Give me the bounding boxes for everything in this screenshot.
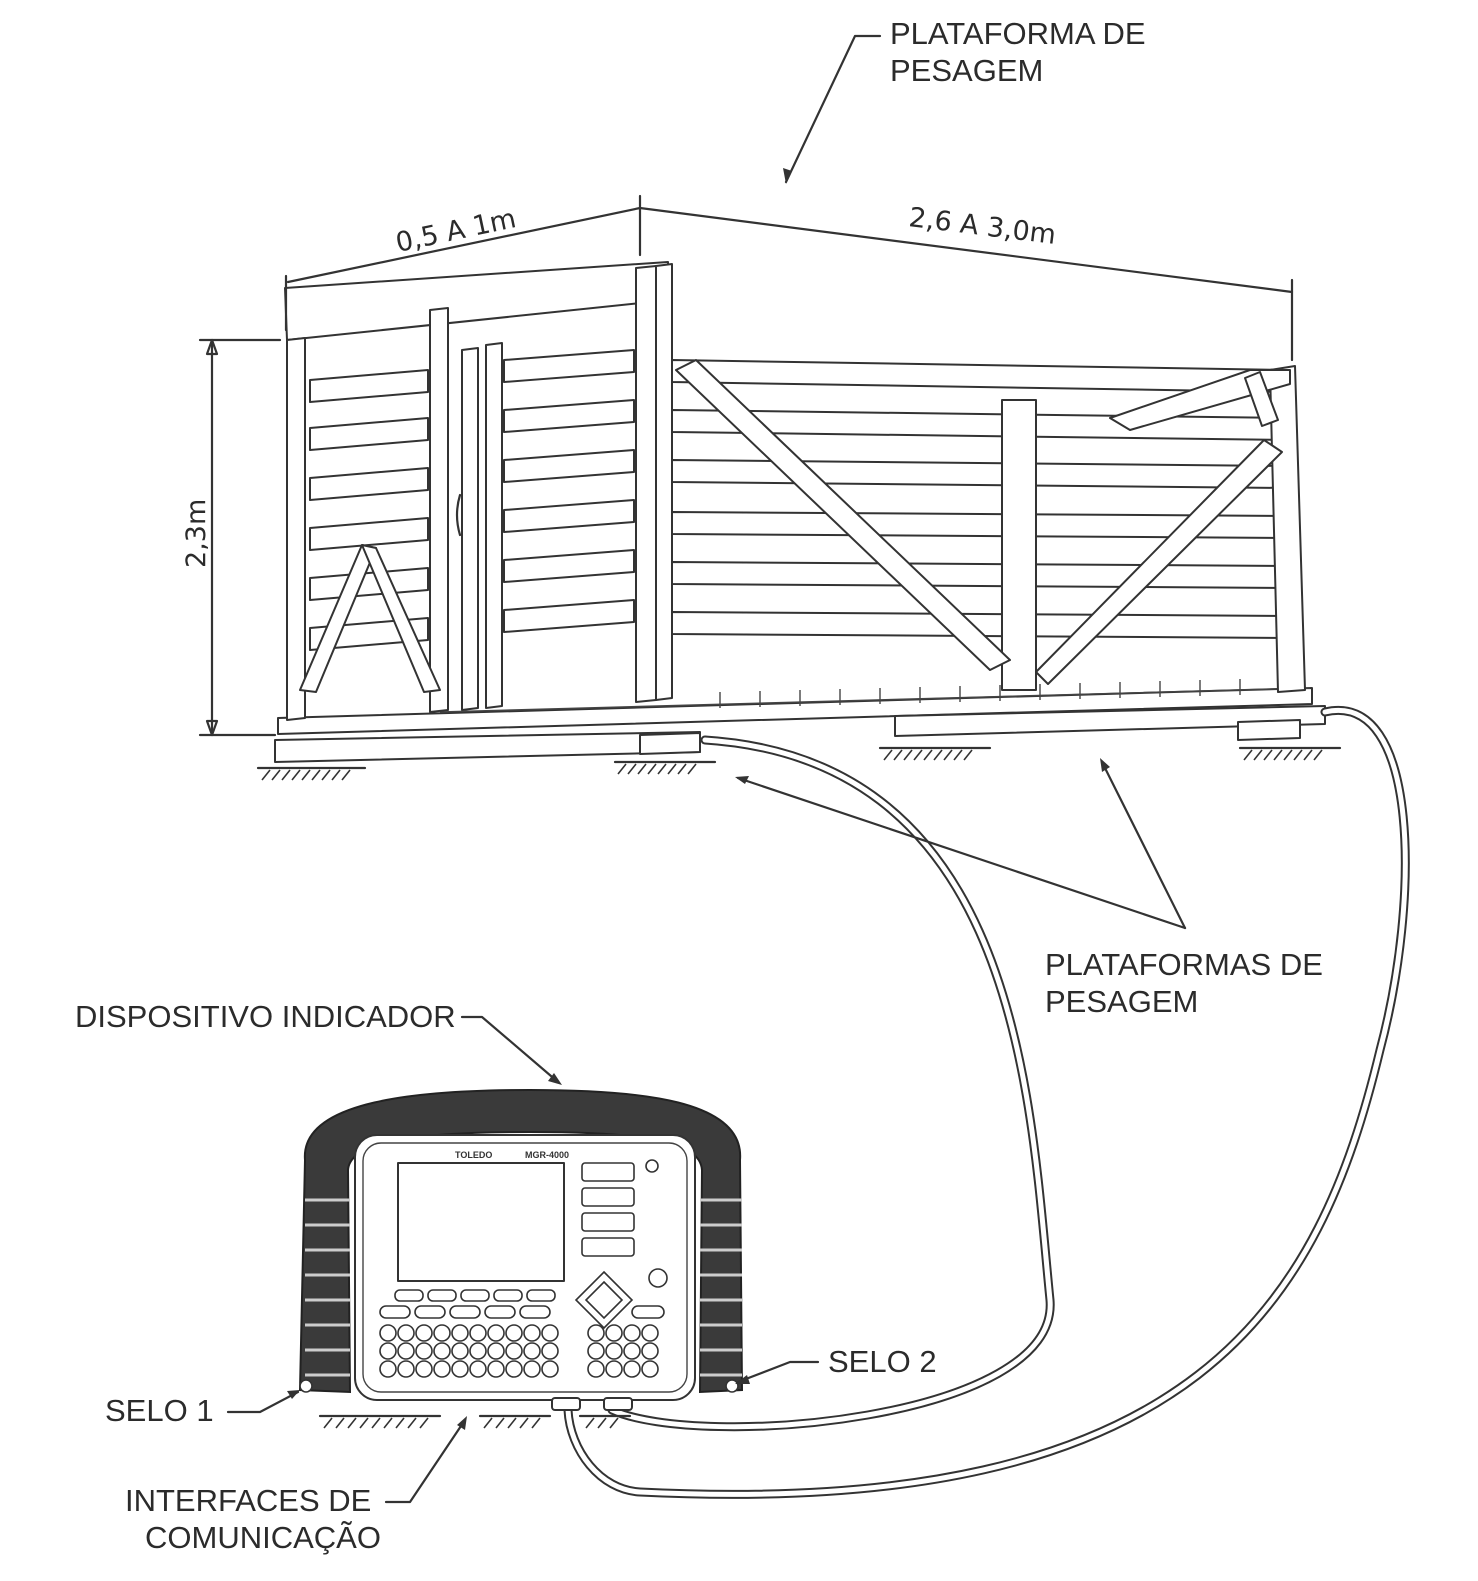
connector-1 — [551, 1397, 581, 1411]
text-labels: PLATAFORMA DE PESAGEM PLATAFORMAS DE PES… — [75, 16, 1323, 1555]
indicator-device: TOLEDO MGR-4000 — [298, 1088, 744, 1429]
interfaces-label-line1: INTERFACES DE — [125, 1483, 371, 1518]
device-brand: TOLEDO — [455, 1150, 492, 1160]
seal-1-marker — [299, 1379, 313, 1393]
seal-2-marker — [725, 1379, 739, 1393]
seal-2-label: SELO 2 — [828, 1344, 937, 1379]
cattle-crate-drawing — [256, 261, 1342, 781]
indicator-label: DISPOSITIVO INDICADOR — [75, 999, 456, 1034]
top-platform-label-line2: PESAGEM — [890, 53, 1043, 88]
dim-length-label: 2,6 A 3,0m — [907, 202, 1058, 251]
cables — [563, 705, 1410, 1499]
platforms-label-line1: PLATAFORMAS DE — [1045, 947, 1323, 982]
ground-hatching — [256, 746, 1342, 781]
crate-side-frame — [671, 359, 1306, 693]
platforms-label-line2: PESAGEM — [1045, 984, 1198, 1019]
seal-1-label: SELO 1 — [105, 1393, 214, 1428]
device-model: MGR-4000 — [525, 1150, 569, 1160]
crate-front-frame — [284, 261, 673, 721]
interfaces-label-line2: COMUNICAÇÃO — [145, 1520, 381, 1555]
dim-height-label: 2,3m — [181, 499, 212, 568]
leader-lines — [226, 34, 1187, 1504]
dim-depth-label: 0,5 A 1m — [393, 203, 519, 259]
top-platform-label-line1: PLATAFORMA DE — [890, 16, 1146, 51]
device-screen — [397, 1162, 565, 1282]
weighing-platforms — [274, 679, 1326, 763]
connector-2 — [603, 1397, 633, 1411]
